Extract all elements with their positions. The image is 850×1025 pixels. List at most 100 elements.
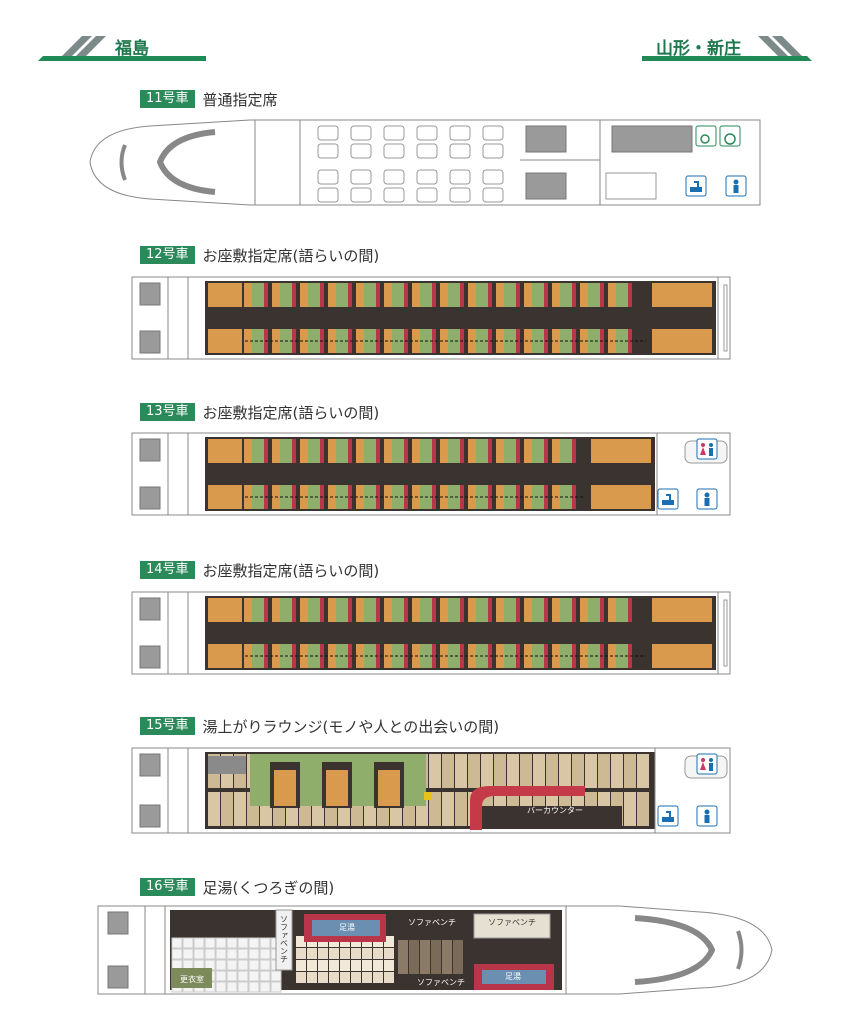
female-figure-body [700,447,706,455]
tatami-cushion [308,439,320,463]
floor-plank [507,754,519,788]
table-wood [328,283,336,307]
seat-back-red [320,283,324,307]
person-body [704,815,710,823]
end-seat-bottom [139,330,161,354]
table-wood [440,439,448,463]
faucet-spout [666,811,671,813]
seat-back-red [404,598,408,622]
destination-right-banner [642,36,812,61]
male-figure-head [709,443,713,447]
table-wood [608,598,616,622]
floor-tile [296,960,306,971]
wheelchair-icon [719,125,741,147]
tatami-cushion [392,598,404,622]
end-panel-wood [591,439,651,463]
floor-tile [296,948,306,959]
table-wood [496,598,504,622]
seat-back-red [488,598,492,622]
bar-counter [470,786,585,830]
destination-left-banner [38,36,206,61]
floor-plank [442,940,452,974]
table-wood [384,283,392,307]
seat [350,187,372,203]
tatami-cushion [616,283,628,307]
seat [482,143,504,159]
floor-tile [270,981,282,993]
floor-plank [409,940,419,974]
floor-tile [259,948,271,960]
car-title: 足湯(くつろぎの間) [202,878,335,897]
tatami-cushion [588,644,600,668]
car-title: 湯上がりラウンジ(モノや人との出会いの間) [202,717,500,736]
table-wood [300,439,308,463]
floor-plank [494,754,506,788]
seat-back-red [320,598,324,622]
table-wood [496,283,504,307]
seat-back-red [460,439,464,463]
table-wood [274,770,296,806]
table-wood [468,598,476,622]
counter-top [611,125,693,153]
destination-right: 山形・新庄 [640,24,820,64]
faucet [697,181,699,187]
seat-back-red [432,283,436,307]
car-title: お座敷指定席(語らいの間) [202,403,380,422]
end-panel-wood [652,283,712,307]
tatami-cushion [476,439,488,463]
table-wood [356,439,364,463]
storage-box [208,756,246,774]
seat-back-red [432,329,436,353]
tatami-cushion [448,329,460,353]
floor-tile [259,937,271,949]
table-wood [326,770,348,806]
seat [416,143,438,159]
seat-back-red [544,598,548,622]
floor-tile [329,960,339,971]
floor-tile [362,960,372,971]
floor-tile [373,960,383,971]
floor-plank [572,754,584,788]
floor-tile [182,937,194,949]
seat-back-red [516,283,520,307]
floor-plank [481,754,493,788]
seat [449,187,471,203]
end-panel-wood [208,598,242,622]
seat-back-red [432,644,436,668]
floor-plank [442,792,454,826]
marker [424,792,432,800]
bar-counter-label: バーカウンター [527,806,583,815]
wheelchair-wheel [724,133,736,145]
floor-plank [431,940,441,974]
seat [317,169,339,185]
floor-tile [248,948,260,960]
seat-back-red [264,439,268,463]
male-figure-body [709,763,713,771]
gangway-door [723,284,728,352]
tatami-cushion [252,283,264,307]
seat [449,143,471,159]
table-wood [300,329,308,353]
seat-back-red [572,283,576,307]
seat-back-red [348,439,352,463]
tatami-cushion [336,598,348,622]
car-number: 14号車 [140,561,195,579]
table-wood [580,644,588,668]
faucet [669,811,671,817]
table-wood [440,598,448,622]
tatami-cushion [308,485,320,509]
table-wood [378,770,400,806]
floor-tile [373,948,383,959]
floor-tile [362,948,372,959]
floor-tile [307,948,317,959]
seat-back-red [292,439,296,463]
seat-back-red [600,598,604,622]
seat [350,169,372,185]
seat [317,143,339,159]
car-title: お座敷指定席(語らいの間) [202,561,380,580]
table-wood [524,598,532,622]
end-seat-bottom [107,965,129,989]
car-15-header: 15号車 湯上がりラウンジ(モノや人との出会いの間) [140,716,499,736]
seat-back-red [572,329,576,353]
person-head [704,809,710,815]
